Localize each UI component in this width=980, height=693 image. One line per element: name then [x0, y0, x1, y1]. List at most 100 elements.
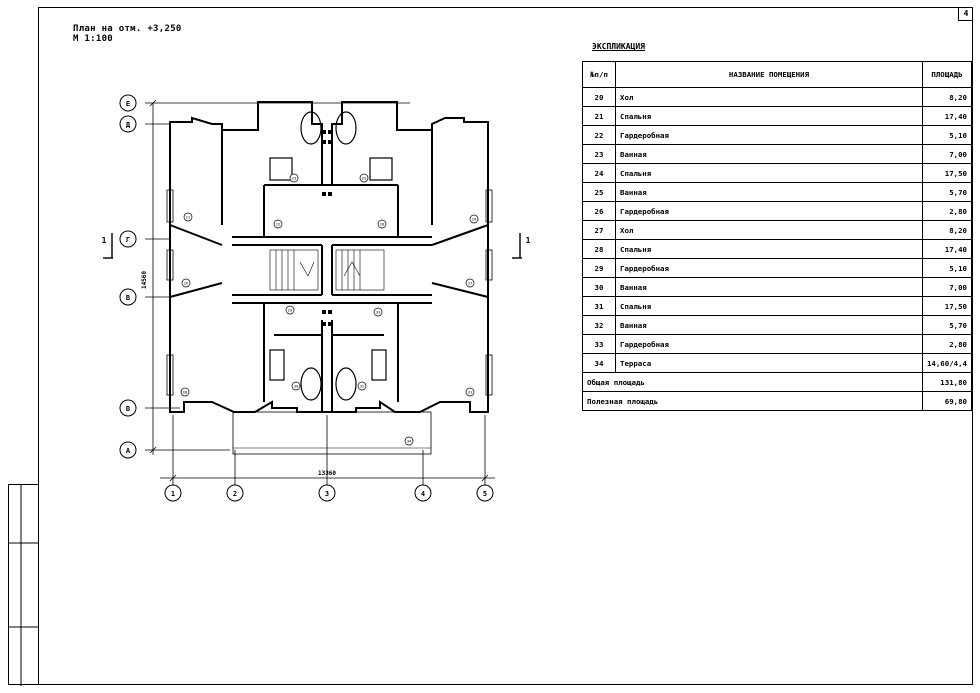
room-tag-label: 26 [380, 223, 385, 227]
plan-title: План на отм. +3,250 [73, 24, 182, 34]
row-number: 33 [582, 334, 616, 354]
row-name: Спальня [615, 296, 923, 316]
dimension-horizontal: 13360 [318, 470, 336, 477]
row-name: Спальня [615, 106, 923, 126]
row-area: 14,60/4,4 [921, 353, 973, 373]
room-tag-label: 20 [184, 282, 189, 286]
row-name: Терраса [615, 353, 923, 373]
row-area: 5,70 [921, 182, 973, 202]
stamp-grid [9, 485, 39, 686]
axis-bubble-v2 [119, 399, 137, 417]
axis-bubble-a [119, 441, 137, 459]
row-number: 23 [582, 144, 616, 164]
row-area: 8,20 [921, 87, 973, 107]
header-area: ПЛОЩАДЬ [921, 61, 973, 88]
row-name: Хол [615, 87, 923, 107]
useful-value: 69,80 [921, 391, 973, 411]
row-name: Хол [615, 220, 923, 240]
room-tag-label: 25 [362, 177, 367, 181]
useful-label: Полезная площадь [582, 391, 923, 411]
axis-label-3: 3 [325, 490, 329, 498]
room-tag-label: 31 [468, 391, 473, 395]
sheet-number: 4 [958, 7, 973, 21]
explication-title: ЭКСПЛИКАЦИЯ [592, 42, 645, 51]
row-number: 21 [582, 106, 616, 126]
row-number: 29 [582, 258, 616, 278]
row-name: Ванная [615, 182, 923, 202]
row-area: 7,00 [921, 144, 973, 164]
room-tag-circle [180, 387, 190, 397]
row-area: 2,80 [921, 334, 973, 354]
axis-label-v1: В [126, 294, 130, 302]
row-name: Гардеробная [615, 258, 923, 278]
room-tag-circle [181, 278, 191, 288]
row-number: 22 [582, 125, 616, 145]
header-num: №п/п [582, 61, 616, 88]
room-tag-circle [183, 212, 193, 222]
header-name: НАЗВАНИЕ ПОМЕЩЕНИЯ [615, 61, 923, 88]
useful-row: Полезная площадь 69,80 [582, 391, 973, 411]
row-area: 2,80 [921, 201, 973, 221]
dimension-vertical: 14560 [141, 271, 148, 289]
row-number: 27 [582, 220, 616, 240]
row-name: Гардеробная [615, 334, 923, 354]
row-area: 17,50 [921, 163, 973, 183]
room-tag-circle [289, 173, 299, 183]
row-area: 8,20 [921, 220, 973, 240]
row-number: 31 [582, 296, 616, 316]
room-tag-circle [291, 381, 301, 391]
axis-bubble-4 [414, 484, 432, 502]
room-tag-label: 21 [186, 216, 191, 220]
row-area: 7,00 [921, 277, 973, 297]
row-number: 20 [582, 87, 616, 107]
room-tag-label: 32 [360, 385, 365, 389]
axis-label-v2: В [126, 405, 130, 413]
axis-label-g: Г [126, 236, 130, 244]
row-number: 26 [582, 201, 616, 221]
room-tag-circle [285, 305, 295, 315]
row-area: 17,40 [921, 106, 973, 126]
room-tag-circle [465, 387, 475, 397]
row-area: 17,40 [921, 239, 973, 259]
row-name: Ванная [615, 144, 923, 164]
axis-bubble-3 [318, 484, 336, 502]
row-name: Спальня [615, 163, 923, 183]
row-name: Спальня [615, 239, 923, 259]
row-area: 17,50 [921, 296, 973, 316]
room-tag-label: 22 [276, 223, 281, 227]
row-name: Ванная [615, 277, 923, 297]
section-mark-right: 1 [526, 236, 531, 245]
row-number: 28 [582, 239, 616, 259]
total-value: 131,80 [921, 372, 973, 392]
axis-bubble-v1 [119, 288, 137, 306]
row-name: Ванная [615, 315, 923, 335]
room-tag-circle [377, 219, 387, 229]
room-tag-circle [357, 381, 367, 391]
room-tag-label: 28 [183, 391, 188, 395]
axis-bubble-5 [476, 484, 494, 502]
row-name: Гардеробная [615, 125, 923, 145]
row-name: Гардеробная [615, 201, 923, 221]
room-tag-label: 23 [292, 177, 297, 181]
side-stamp [8, 484, 39, 686]
room-tag-circle [359, 173, 369, 183]
total-row: Общая площадь 131,80 [582, 372, 973, 392]
axis-label-5: 5 [483, 490, 487, 498]
room-tag-circle [469, 214, 479, 224]
room-tag-circle [404, 436, 414, 446]
row-area: 5,70 [921, 315, 973, 335]
row-number: 34 [582, 353, 616, 373]
explication-header-row: №п/п НАЗВАНИЕ ПОМЕЩЕНИЯ ПЛОЩАДЬ [582, 61, 973, 88]
